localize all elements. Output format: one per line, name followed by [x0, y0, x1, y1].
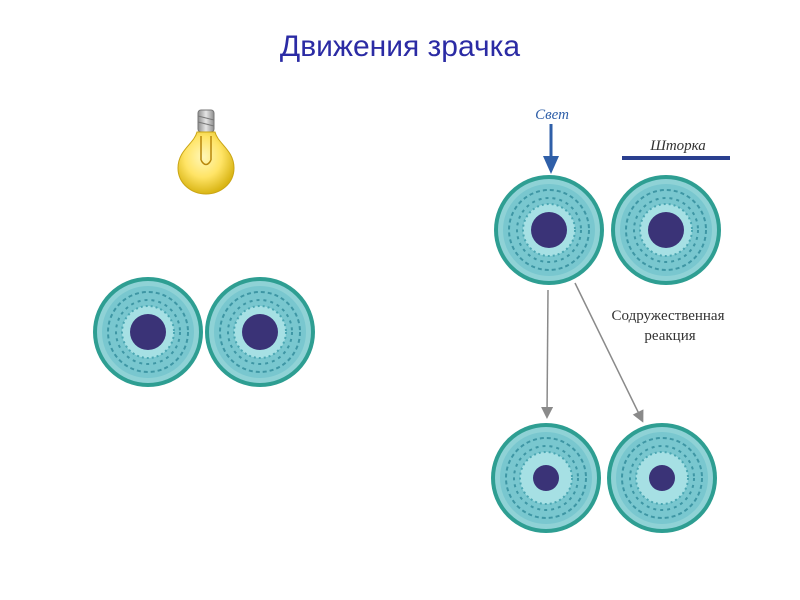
light-label: Свет [535, 107, 569, 123]
pupil [533, 465, 559, 491]
eye-left-pair-1 [92, 276, 204, 388]
reaction-label-line2: реакция [644, 328, 695, 344]
reaction-label-line1: Содружественная [612, 308, 725, 324]
eye-bottom-lit [490, 422, 602, 534]
page-title: Движения зрачка [279, 30, 521, 63]
pupil [242, 314, 278, 350]
pupil [130, 314, 166, 350]
light-arrow [543, 124, 559, 174]
shutter-label: Шторка [649, 138, 706, 154]
pupil [531, 212, 567, 248]
arrow-down [541, 289, 554, 419]
eye-left-pair-2 [204, 276, 316, 388]
eye-top-shaded [610, 174, 722, 286]
pupil [648, 212, 684, 248]
pupil [649, 465, 675, 491]
eye-top-lit [493, 174, 605, 286]
arrow-diagonal [574, 282, 644, 423]
eye-bottom-shaded [606, 422, 718, 534]
light-bulb-icon [177, 109, 235, 195]
shutter-bar [622, 156, 730, 160]
